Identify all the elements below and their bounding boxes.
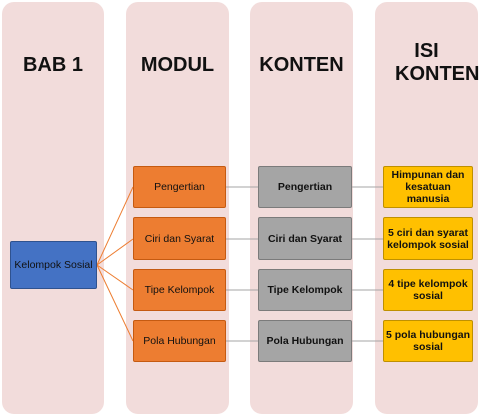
konten-node-pola-hubungan: Pola Hubungan: [258, 320, 352, 362]
isi-node-pola-hubungan: 5 pola hubungan sosial: [383, 320, 473, 362]
root-node-kelompok-sosial: Kelompok Sosial: [10, 241, 97, 289]
modul-node-ciri-dan-syarat: Ciri dan Syarat: [133, 217, 226, 260]
column-header-modul: MODUL: [140, 54, 215, 76]
konten-node-ciri-dan-syarat: Ciri dan Syarat: [258, 217, 352, 260]
konten-node-tipe-kelompok: Tipe Kelompok: [258, 269, 352, 311]
column-bab: BAB 1: [2, 2, 104, 414]
modul-node-pengertian: Pengertian: [133, 166, 226, 208]
column-header-isi-konten: ISI KONTEN: [395, 40, 480, 85]
column-header-bab: BAB 1: [22, 54, 83, 76]
connector-root-pola: [96, 264, 134, 342]
connector-root-tipe: [96, 264, 134, 291]
connector-root-ciri: [96, 238, 134, 266]
konten-node-pengertian: Pengertian: [258, 166, 352, 208]
isi-node-tipe-kelompok: 4 tipe kelompok sosial: [383, 269, 473, 311]
connector-root-pengertian: [96, 186, 134, 266]
isi-node-pengertian: Himpunan dan kesatuan manusia: [383, 166, 473, 208]
modul-node-pola-hubungan: Pola Hubungan: [133, 320, 226, 362]
column-header-konten: KONTEN: [259, 54, 344, 76]
isi-node-ciri-dan-syarat: 5 ciri dan syarat kelompok sosial: [383, 217, 473, 260]
modul-node-tipe-kelompok: Tipe Kelompok: [133, 269, 226, 311]
